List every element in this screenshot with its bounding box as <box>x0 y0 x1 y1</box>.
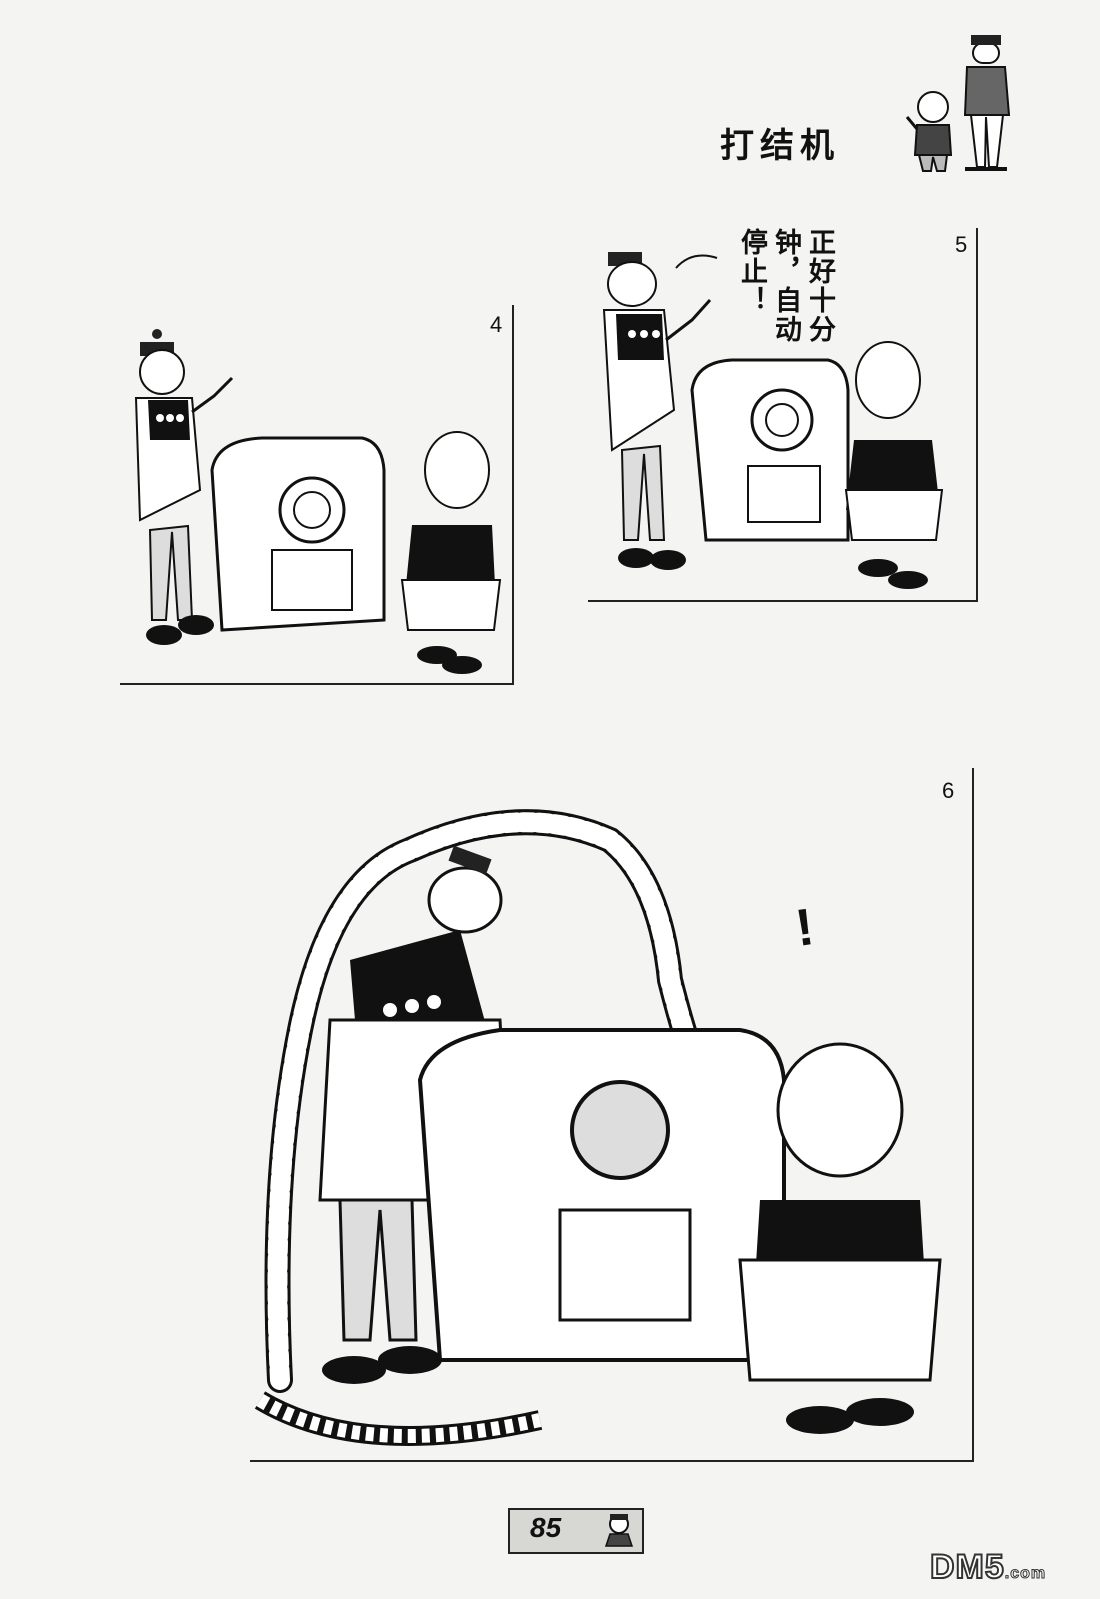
panel-6 <box>250 768 974 1462</box>
panel-4-illustration <box>134 329 502 674</box>
watermark-main: DM5 <box>929 1547 1005 1587</box>
watermark-suffix: .com <box>1004 1565 1047 1583</box>
page-number: 85 <box>530 1512 562 1543</box>
panel-5-number: 5 <box>955 232 968 257</box>
footer-character-icon <box>604 1514 634 1547</box>
watermark-logo: DM5.com <box>929 1547 1047 1587</box>
panel-6-number: 6 <box>942 778 955 803</box>
panel-4 <box>120 305 514 685</box>
panel-4-number: 4 <box>490 312 503 337</box>
page-title: 打结机 <box>720 126 840 166</box>
panel-5-speech-text: 正好十分钟，自动停止！ <box>736 228 835 344</box>
panel-6-illustration <box>254 809 942 1446</box>
panel-5 <box>588 228 978 602</box>
panel-5-illustration <box>602 252 944 589</box>
corner-characters-illustration <box>905 35 1011 172</box>
